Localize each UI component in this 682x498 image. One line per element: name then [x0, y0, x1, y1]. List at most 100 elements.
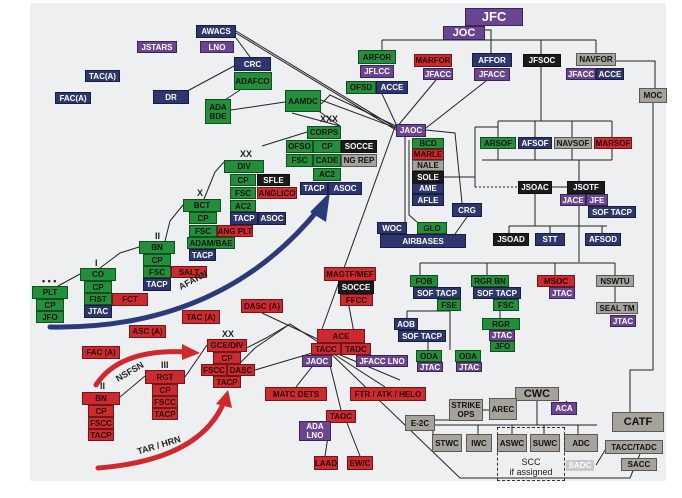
afarn-arrowhead-icon — [310, 192, 330, 222]
node-corps-ac2: AC2 — [313, 168, 341, 181]
connector-line — [565, 400, 568, 403]
node-gce-cp: CP — [213, 352, 241, 364]
node-co: CO — [80, 268, 116, 281]
node-mbn-cp: CP — [88, 405, 114, 417]
label-xx-gce: XX — [222, 329, 235, 339]
node-corps-cp: CP — [313, 140, 341, 153]
node-cwc: CWC — [515, 387, 559, 401]
node-bn-fsc: FSC — [143, 266, 171, 278]
node-oda2-jtac: JTAC — [456, 362, 482, 372]
node-mbn: BN — [82, 392, 120, 405]
connector-line — [119, 375, 146, 398]
connector-line — [261, 312, 327, 344]
node-ewc: EW/C — [347, 456, 373, 470]
node-div-ac2: AC2 — [230, 200, 256, 212]
node-ada-bde: ADA BDE — [205, 99, 231, 124]
node-asca: ASC (A) — [129, 325, 166, 338]
connector-line — [454, 216, 468, 235]
node-corps-fsc: FSC — [286, 154, 313, 167]
node-sof-tacp-top: SOF TACP — [588, 206, 636, 218]
node-bct: BCT — [183, 199, 221, 212]
scc-if-assigned: if assigned — [509, 467, 553, 477]
node-jfc: JFC — [465, 8, 523, 26]
connector-line — [321, 123, 397, 330]
connector-line — [99, 246, 140, 269]
node-joc: JOC — [443, 26, 485, 40]
label-i-co: I — [95, 258, 98, 268]
connector-line — [425, 129, 463, 204]
node-arsof: ARSOF — [480, 137, 516, 149]
node-taca-m: TAC (A) — [182, 310, 220, 324]
connector-line — [320, 94, 397, 127]
node-oda1: ODA — [416, 350, 442, 362]
node-rgt-cp: CP — [152, 384, 178, 396]
node-rgr: RGR — [482, 318, 520, 330]
node-ace-jaoc: JAOC — [302, 355, 332, 367]
node-mbn-tacp: TACP — [88, 429, 114, 441]
node-jsoac: JSOAC — [518, 181, 552, 194]
afarn-arrow — [47, 207, 321, 330]
node-corps-ngrep: NG REP — [341, 154, 377, 167]
node-plt-cp: CP — [36, 299, 64, 311]
node-rgrbn-softacp: SOF TACP — [473, 287, 521, 299]
node-laad: LAAD — [314, 456, 338, 470]
node-sealtm: SEAL TM — [596, 302, 638, 314]
node-iwc: IWC — [466, 434, 492, 452]
node-aamdc: AAMDC — [285, 90, 321, 112]
node-moc: MOC — [639, 88, 667, 103]
connector-line — [164, 204, 184, 242]
node-bcd: BCD — [412, 138, 444, 149]
node-fob-fse: FSE — [437, 299, 461, 311]
node-lno-awacs: LNO — [200, 41, 234, 53]
node-corps-socce: SOCCE — [341, 140, 377, 153]
node-gce-fscc: FSCC — [201, 364, 227, 376]
node-corps: CORPS — [307, 126, 341, 139]
node-ame: AME — [412, 183, 444, 194]
node-bct-fsc: FSC — [189, 225, 217, 237]
node-jaoc: JAOC — [396, 124, 426, 137]
tar-hrn-arrowhead-icon — [216, 390, 232, 408]
node-aob: AOB — [394, 318, 418, 330]
node-matc: MATC DETS — [265, 387, 327, 401]
connector-line — [203, 161, 225, 200]
node-bn-cp: CP — [143, 254, 171, 266]
node-oda1-jtac: JTAC — [417, 362, 443, 372]
node-jace: JACE — [560, 194, 586, 206]
node-jfe: JFE — [586, 194, 608, 206]
node-ace-tadc: TADC — [341, 343, 371, 355]
node-jsoad: JSOAD — [493, 233, 529, 246]
node-div-tacp: TACP — [230, 212, 258, 225]
node-rgr-jfo: JFO — [490, 341, 515, 352]
node-bn-salt: SALT — [171, 266, 207, 278]
node-adc: ADC — [564, 434, 598, 452]
node-jfacc-nav: JFACC — [566, 68, 596, 80]
node-stt: STT — [535, 233, 565, 246]
nsfsn-arrow — [93, 349, 191, 388]
node-catf: CATF — [612, 412, 664, 432]
node-ace: ACE — [317, 329, 365, 343]
node-dasca: DASC (A) — [241, 299, 283, 313]
node-co-cp: CP — [84, 281, 112, 293]
node-glo: GLO — [417, 222, 447, 234]
node-ftr: FTR / ATK / HELO — [350, 387, 426, 401]
connector-line — [325, 348, 386, 388]
node-ace-tacc: TACC — [311, 343, 341, 355]
node-rgt-tacp: TACP — [152, 408, 178, 420]
node-msoc: MSOC — [537, 275, 575, 287]
node-div-anglico: ANGLICO — [257, 187, 297, 199]
node-aca: ACA — [551, 402, 577, 415]
node-rgrbn: RGR BN — [471, 275, 509, 287]
node-jfacc-af: JFACC — [474, 68, 510, 81]
node-accearfor: ACCE — [376, 81, 408, 94]
node-div-asoc: ASOC — [258, 212, 286, 225]
node-marfor: MARFOR — [414, 54, 452, 67]
node-nswtu: NSWTU — [596, 275, 634, 287]
node-corps-cade: CADE — [313, 154, 341, 167]
node-crc: CRC — [234, 57, 271, 71]
node-magtf-socce: SOCCE — [338, 281, 374, 294]
node-afsod: AFSOD — [585, 233, 621, 246]
node-arfor: ARFOR — [358, 50, 396, 64]
node-tacc-tadc: TACC/TADC — [605, 440, 663, 454]
